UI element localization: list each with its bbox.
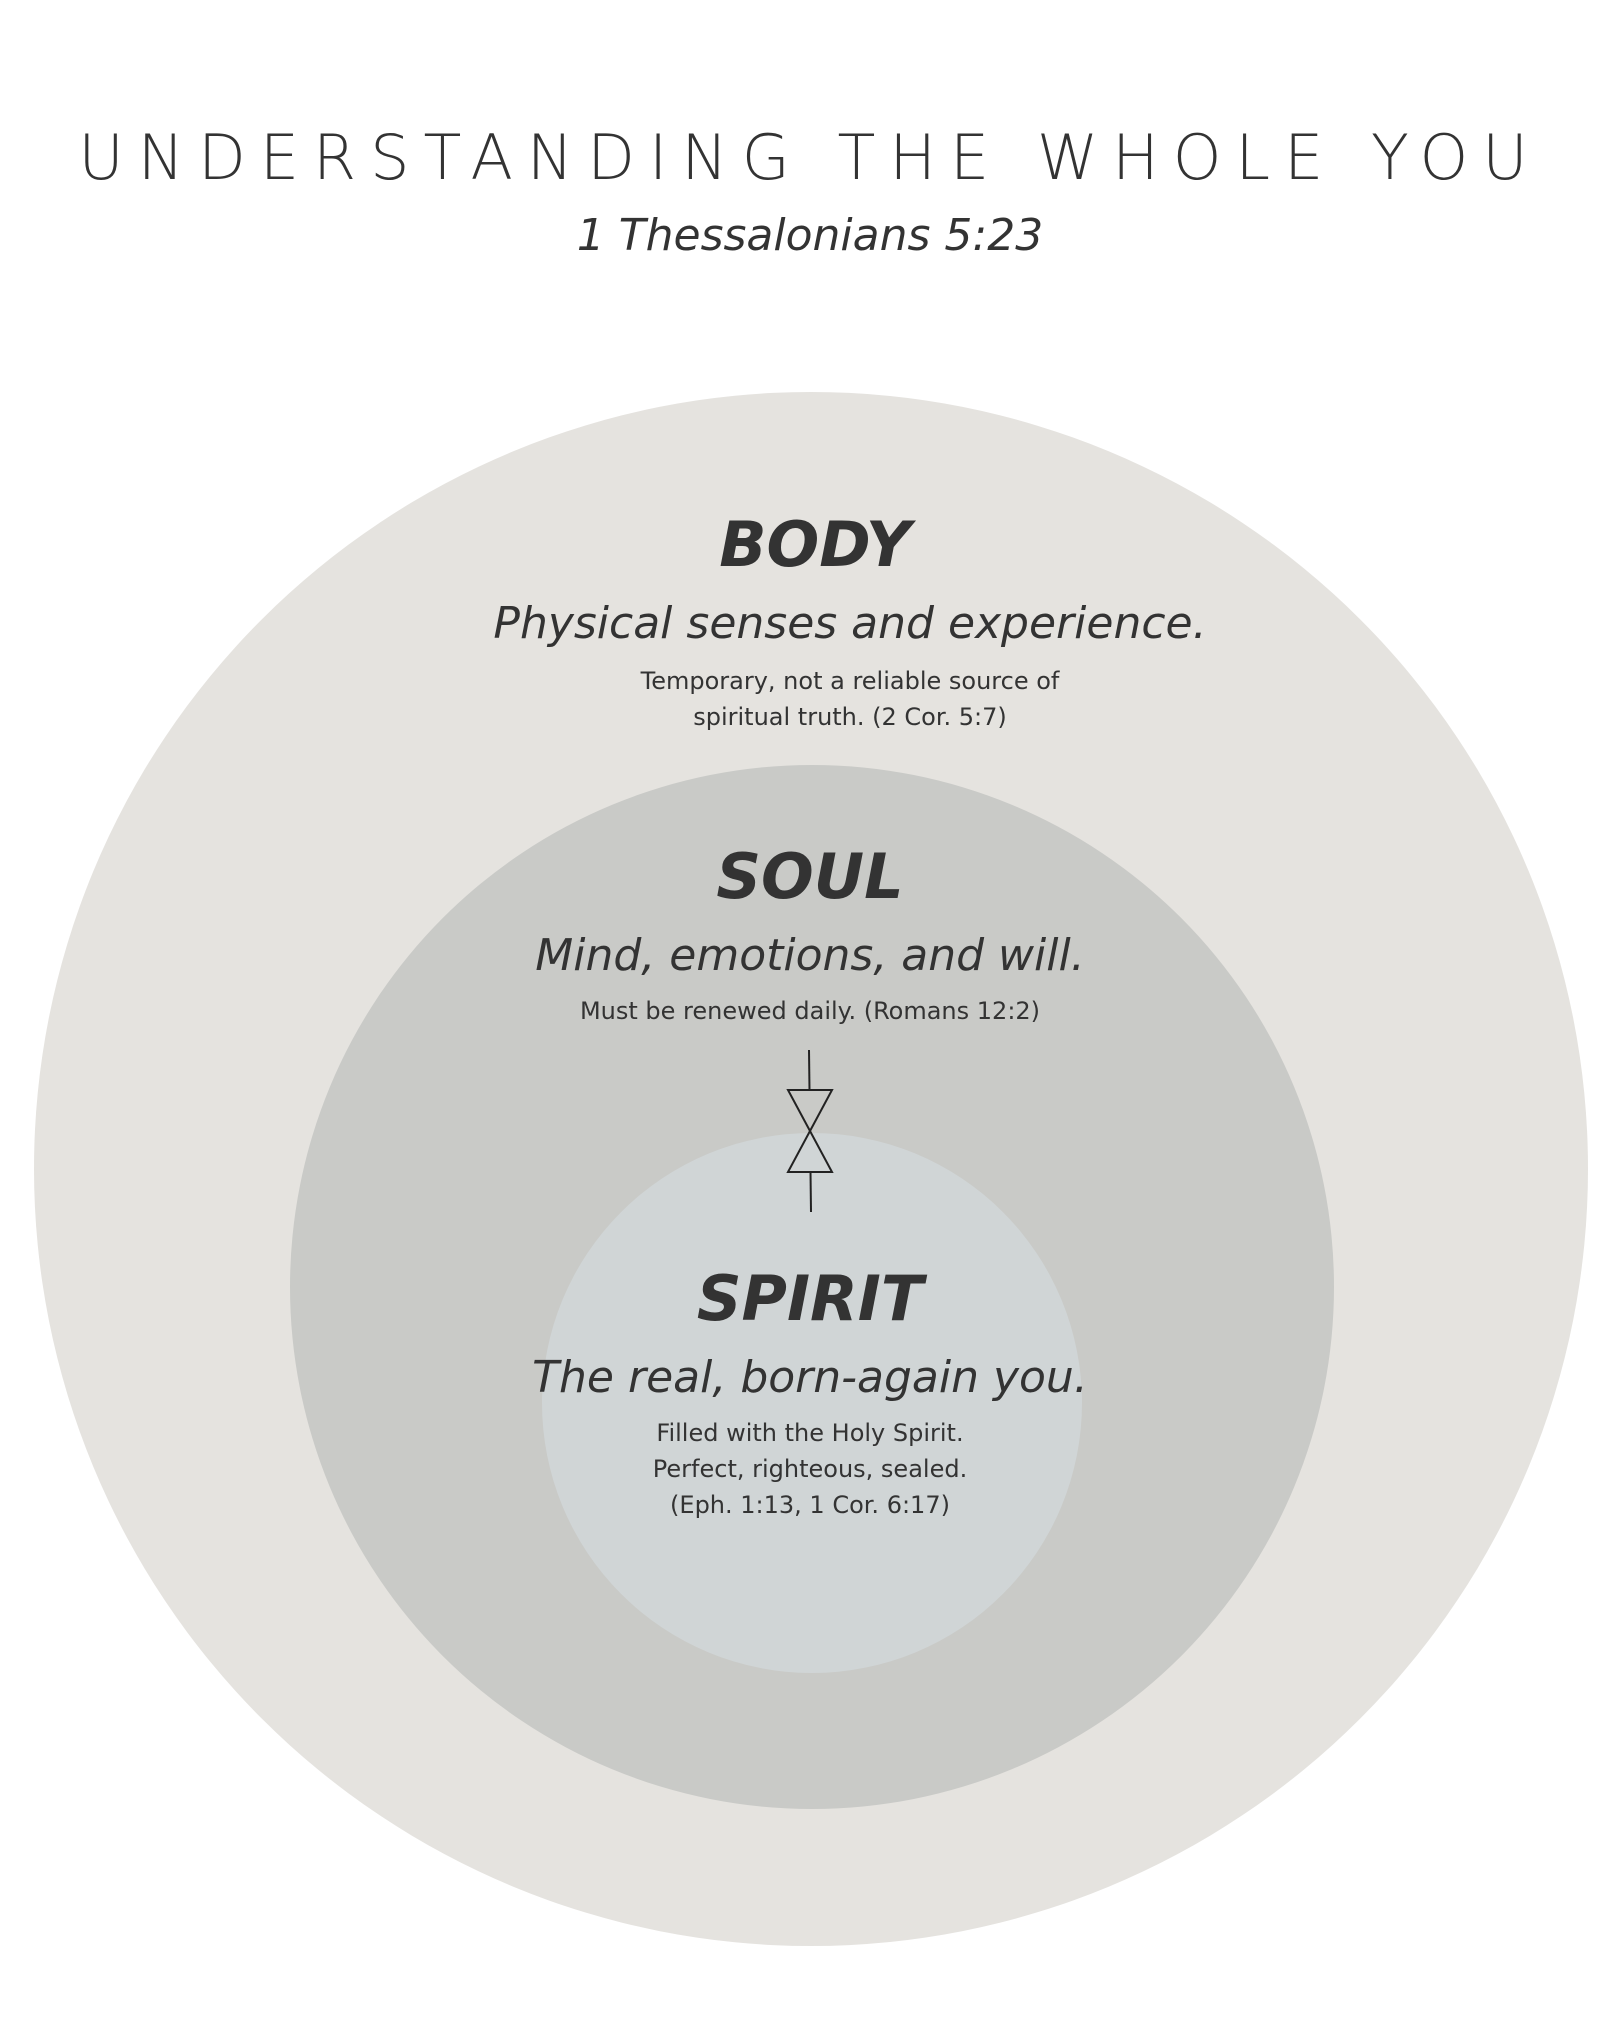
body-section: BODY Physical senses and experience. Tem… (410, 505, 1290, 735)
soul-tagline: Mind, emotions, and will. (535, 930, 1085, 981)
soul-note-line: Must be renewed daily. (Romans 12:2) (579, 997, 1041, 1025)
body-tagline: Physical senses and experience. (493, 598, 1207, 649)
spirit-section: SPIRIT The real, born-again you. Filled … (410, 1259, 1210, 1523)
hourglass-connector-icon (786, 1050, 834, 1212)
soul-heading: SOUL (716, 840, 904, 913)
spirit-note-line: Filled with the Holy Spirit. (656, 1419, 964, 1447)
soul-section: SOUL Mind, emotions, and will. Must be r… (410, 837, 1210, 1029)
spirit-heading: SPIRIT (696, 1262, 924, 1335)
spirit-note-line: Perfect, righteous, sealed. (652, 1455, 968, 1483)
body-note-line: Temporary, not a reliable source of (640, 667, 1060, 695)
body-heading: BODY (719, 508, 911, 581)
page-title: UNDERSTANDING THE WHOLE YOU (78, 121, 1542, 194)
body-note-line: spiritual truth. (2 Cor. 5:7) (693, 703, 1007, 731)
spirit-circle (542, 1133, 1082, 1673)
scripture-reference: 1 Thessalonians 5:23 (576, 210, 1044, 261)
spirit-tagline: The real, born-again you. (532, 1352, 1088, 1403)
spirit-note-line: (Eph. 1:13, 1 Cor. 6:17) (670, 1491, 950, 1519)
